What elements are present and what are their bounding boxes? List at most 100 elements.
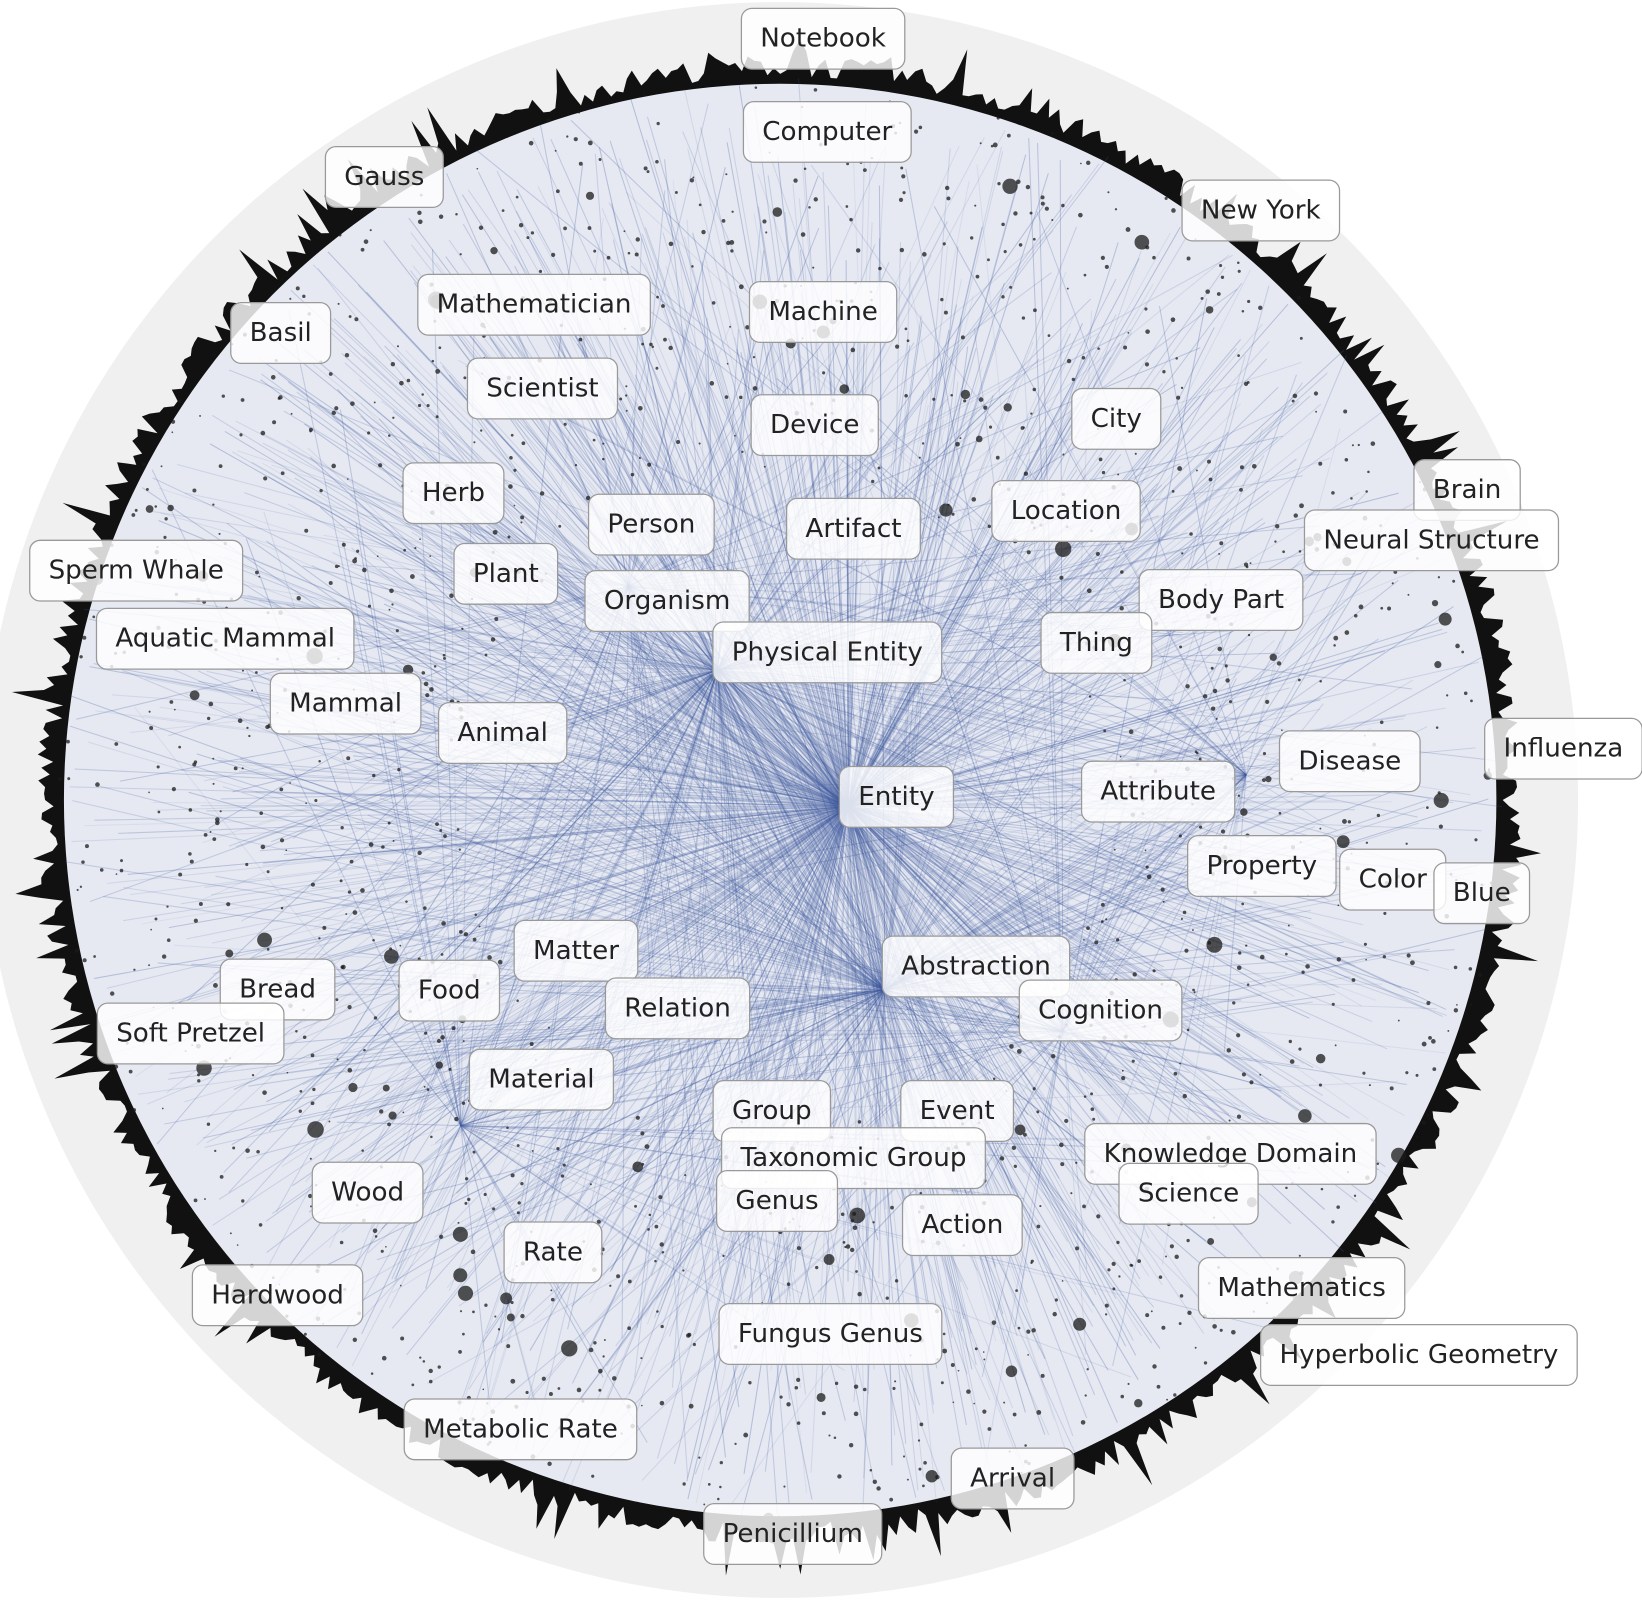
edge: [417, 615, 849, 807]
node: [1120, 1394, 1125, 1399]
label-text: Organism: [604, 586, 730, 616]
node: [304, 528, 309, 533]
node: [842, 1241, 846, 1244]
node: [1297, 295, 1301, 300]
edge: [717, 669, 1443, 1017]
node: [1018, 243, 1023, 247]
edge: [290, 289, 849, 807]
node: [850, 347, 856, 353]
node: [839, 384, 850, 394]
node: [635, 1115, 640, 1120]
node: [240, 398, 245, 402]
node: [1259, 954, 1265, 960]
node: [119, 868, 124, 873]
edge: [69, 725, 886, 991]
node: [395, 629, 399, 633]
edge: [820, 806, 849, 1396]
node: [1415, 1073, 1419, 1077]
node: [340, 825, 344, 830]
node: [520, 1313, 525, 1319]
node: [971, 497, 977, 502]
node: [1145, 1313, 1150, 1318]
node: [1075, 1246, 1080, 1251]
node: [593, 249, 597, 253]
node: [986, 258, 990, 262]
edge: [319, 989, 885, 1065]
node: [164, 517, 168, 521]
node: [1044, 206, 1049, 211]
node: [957, 1369, 960, 1372]
edge: [356, 669, 718, 1168]
node: [1292, 393, 1298, 399]
node: [592, 438, 596, 442]
node: [352, 558, 358, 564]
node: [703, 1503, 706, 1506]
node: [402, 664, 414, 675]
edge: [262, 805, 849, 867]
node: [178, 399, 182, 403]
node: [317, 1352, 322, 1357]
node: [79, 885, 83, 888]
label-plant: Plant: [453, 542, 559, 605]
edge: [848, 805, 1450, 971]
edge: [379, 795, 849, 807]
node: [166, 938, 171, 942]
edge: [168, 585, 629, 737]
node: [423, 681, 429, 687]
node: [734, 1442, 737, 1446]
node: [246, 726, 249, 730]
node: [630, 472, 635, 477]
edge: [847, 366, 983, 807]
edge: [847, 428, 932, 807]
node: [289, 782, 291, 784]
node: [921, 442, 925, 445]
node: [946, 196, 951, 201]
node: [114, 742, 119, 746]
edge: [847, 805, 1253, 1032]
edge: [847, 226, 1077, 807]
edge: [1245, 531, 1392, 776]
node: [659, 1242, 664, 1247]
node: [701, 229, 706, 235]
node: [1061, 1280, 1064, 1282]
edge: [652, 386, 886, 990]
node: [352, 910, 358, 915]
edge: [355, 522, 462, 1126]
edge: [196, 669, 718, 1146]
node: [470, 1249, 476, 1255]
node: [1107, 191, 1110, 194]
edge: [847, 805, 1252, 1063]
node: [318, 937, 321, 940]
edge: [716, 669, 1077, 1456]
label-aquatic-mammal: Aquatic Mammal: [95, 607, 355, 670]
edge: [847, 806, 875, 1370]
node: [561, 1340, 578, 1357]
node: [1059, 1142, 1064, 1148]
node: [1265, 775, 1272, 783]
node: [598, 158, 602, 161]
edge: [370, 662, 849, 807]
node: [659, 1400, 665, 1406]
node: [115, 873, 118, 875]
node: [857, 1291, 862, 1297]
edge: [170, 541, 849, 807]
node: [439, 1234, 444, 1239]
edge: [1014, 1031, 1064, 1328]
node: [1376, 1162, 1380, 1166]
edge: [1062, 1031, 1087, 1355]
edge: [847, 110, 873, 807]
edge: [760, 806, 849, 1349]
label-text: Location: [1011, 496, 1122, 526]
node: [259, 811, 263, 815]
node: [1075, 1161, 1078, 1164]
edge: [542, 989, 886, 1176]
label-mathematician: Mathematician: [417, 273, 651, 336]
node: [1040, 201, 1045, 206]
edge: [330, 960, 462, 1126]
edge: [847, 805, 1300, 1112]
node: [1084, 1394, 1087, 1397]
node: [443, 834, 447, 839]
edge: [391, 1125, 462, 1280]
label-color: Color: [1339, 848, 1447, 911]
node: [148, 791, 150, 794]
